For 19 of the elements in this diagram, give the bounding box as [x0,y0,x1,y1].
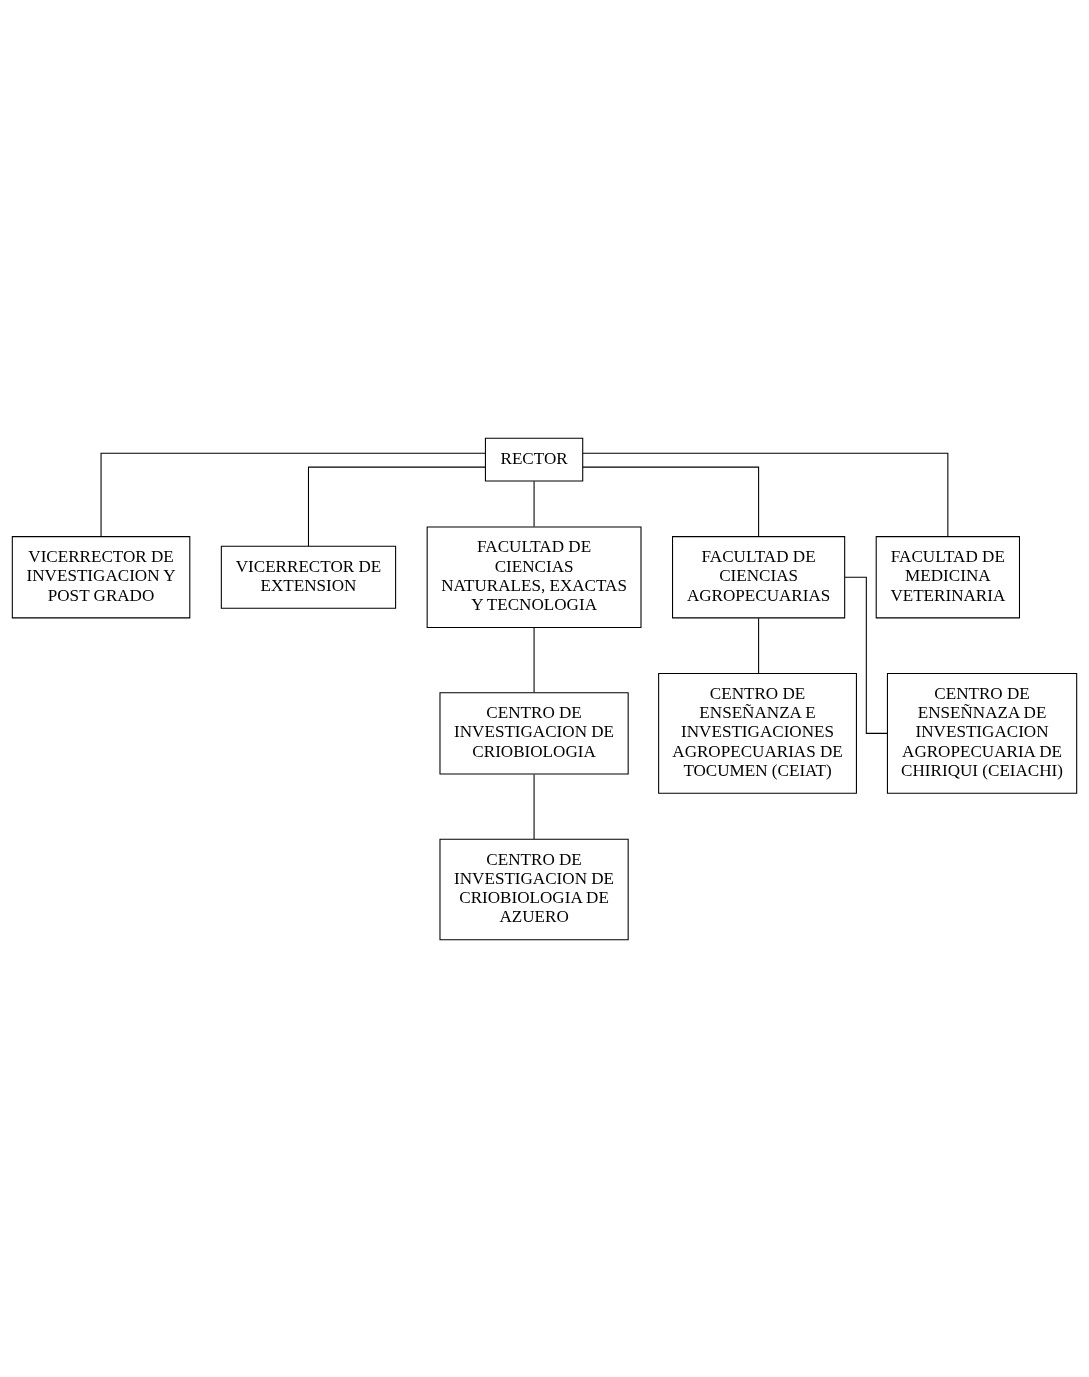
connector [533,773,535,839]
node-box: CENTRO DE INVESTIGACION DE CRIOBIOLOGIA DE AZUERO [439,838,629,940]
node-box: FACULTAD DE CIENCIAS AGROPECUARIAS [672,535,846,618]
node-box: CENTRO DE ENSEÑNAZA DE INVESTIGACION AGROPECUARIA DE CHIRIQUI (CEIACHI) [886,672,1078,794]
connector [582,452,949,537]
connector [533,480,535,527]
connector [307,466,486,547]
node-box: VICERRECTOR DE EXTENSION [220,545,397,609]
node-box: CENTRO DE ENSEÑANZA E INVESTIGACIONES AGROPECUARIAS DE TOCUMEN (CEIAT) [658,672,857,794]
node-box: VICERRECTOR DE INVESTIGACION Y POST GRADO [11,535,191,618]
node-box: RECTOR [484,437,584,482]
connector [533,626,535,693]
node-box: FACULTAD DE MEDICINA VETERINARIA [875,535,1020,618]
connector [758,617,760,674]
node-box: FACULTAD DE CIENCIAS NATURALES, EXACTAS Y TECNOLOGIA [426,526,642,628]
connector [100,452,486,537]
connector [582,466,760,537]
node-box: CENTRO DE INVESTIGACION DE CRIOBIOLOGIA [439,691,629,775]
connector [844,576,888,734]
